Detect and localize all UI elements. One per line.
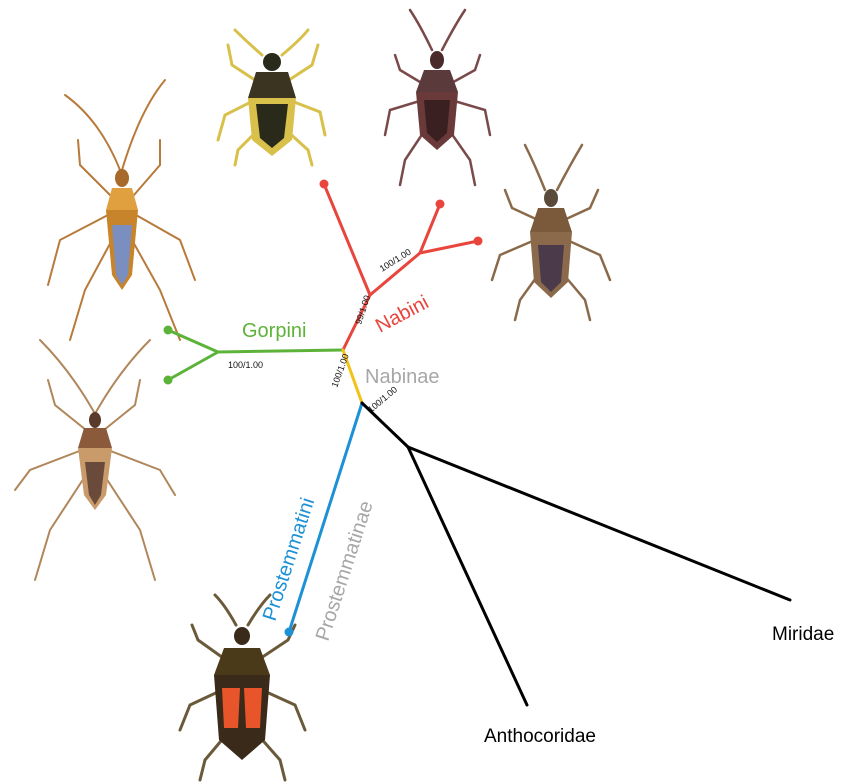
tip-dot [320, 180, 329, 189]
support-outgroup: 100/1.00 [366, 384, 399, 414]
anthocoridae-label: Anthocoridae [484, 726, 596, 747]
gorpini-label: Gorpini [242, 320, 306, 342]
nabini-label: Nabini [372, 291, 432, 337]
nabinae-label: Nabinae [365, 366, 440, 388]
tip-dot [474, 237, 483, 246]
insect-prostemmatini [180, 595, 305, 780]
insect-gorpini-lower [15, 340, 175, 580]
insect-nabini-top-right [385, 10, 490, 185]
tip-dot [164, 326, 173, 335]
tip-dot [285, 628, 294, 637]
tip-dot [436, 200, 445, 209]
insect-nabini-right [492, 145, 610, 320]
prostemmatini-label: Prostemmatini [259, 495, 319, 623]
support-nabinae: 100/1.00 [329, 352, 350, 388]
tree-branches [168, 184, 790, 705]
miridae-label: Miridae [772, 624, 834, 645]
prostemmatinae-label: Prostemmatinae [312, 498, 378, 643]
terminal-dots [164, 180, 483, 637]
support-nabini-stem: 99/1.00 [353, 294, 372, 326]
support-nabini-inner: 100/1.00 [378, 247, 413, 274]
insect-gorpini-upper [48, 80, 195, 340]
support-gorpini: 100/1.00 [228, 360, 263, 370]
outgroup-branches [362, 403, 790, 705]
tip-dot [164, 376, 173, 385]
insect-nabini-top-left [218, 30, 325, 165]
